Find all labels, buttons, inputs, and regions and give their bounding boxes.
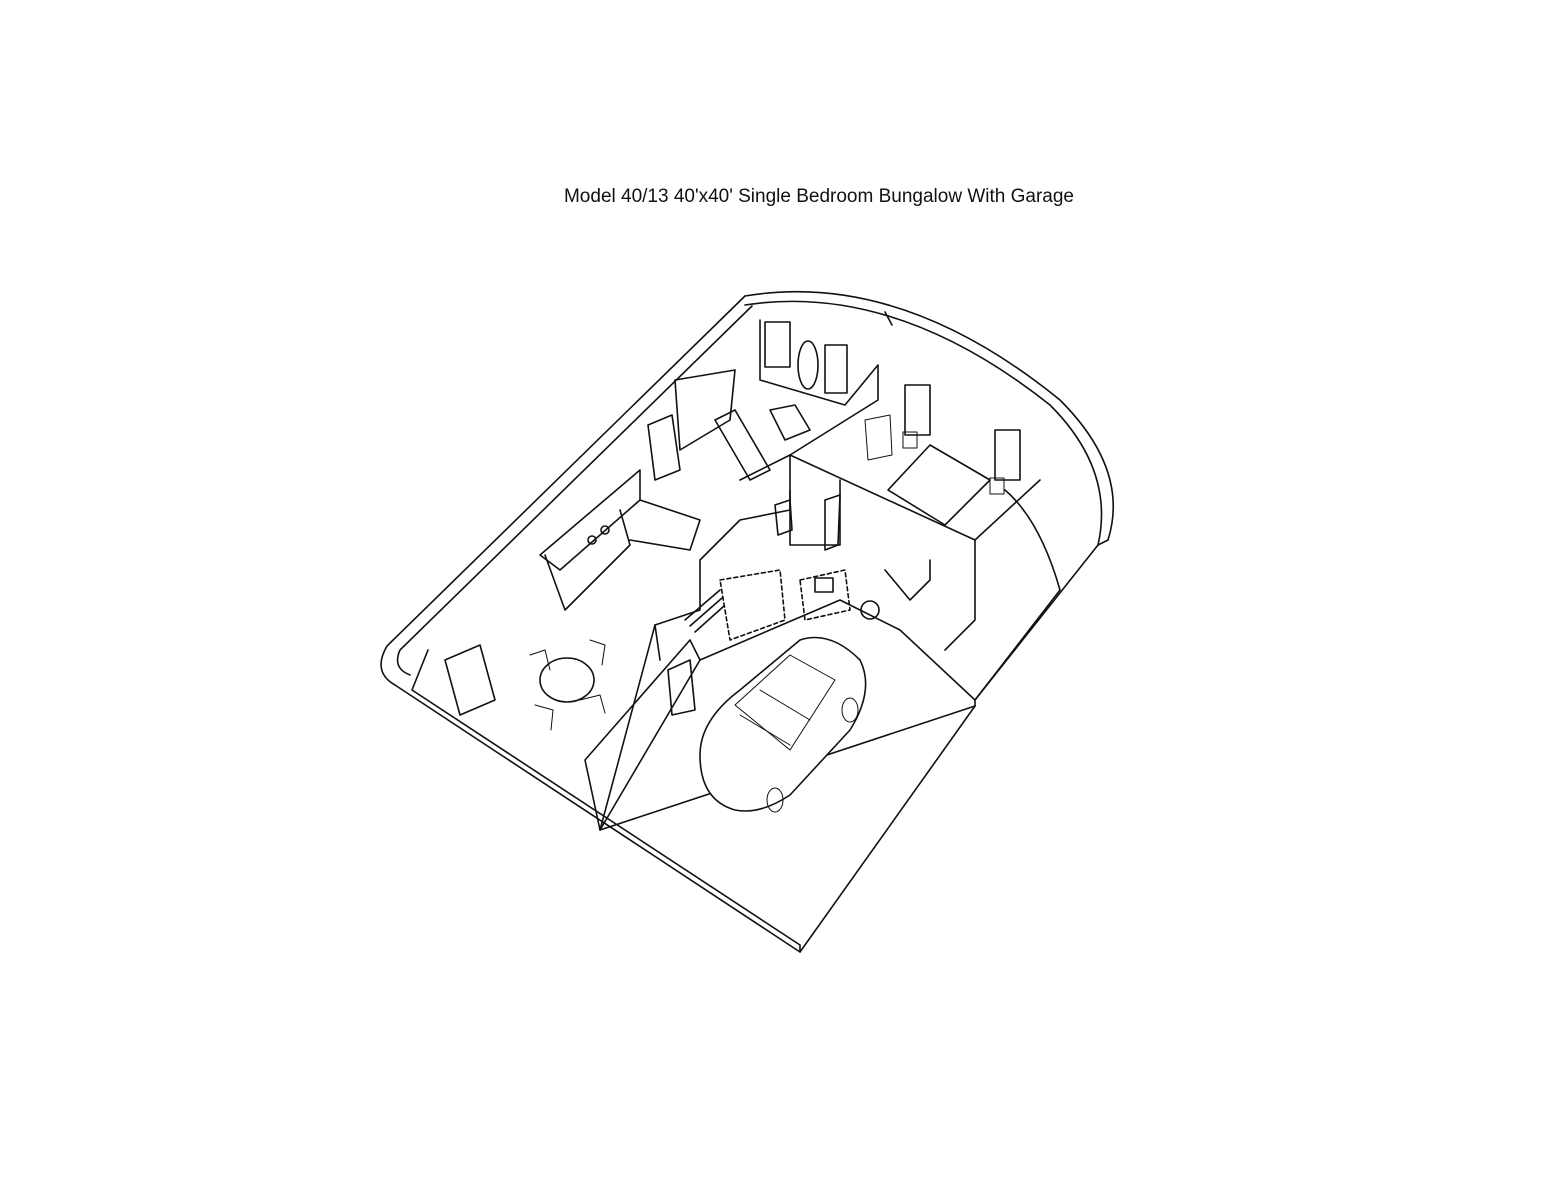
building-shell <box>380 290 1115 953</box>
bathroom-fixtures <box>684 569 880 641</box>
bed <box>864 414 1005 526</box>
drawing-title: Model 40/13 40'x40' Single Bedroom Bunga… <box>563 186 1074 207</box>
sofa <box>714 404 811 481</box>
dining-table <box>529 639 606 731</box>
kitchen-cabinets <box>539 369 736 611</box>
car <box>699 636 867 813</box>
windows-doors <box>444 321 1021 716</box>
